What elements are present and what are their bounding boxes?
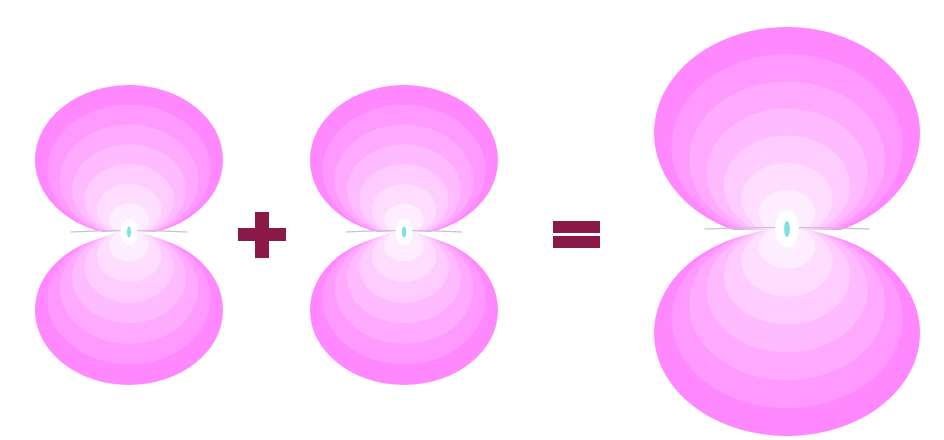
middle-orbital-top-lobe [310,85,498,235]
middle-orbital [310,85,498,385]
result-orbital [654,27,920,436]
result-orbital-top-lobe [654,27,920,239]
left-orbital-nucleus [127,226,131,237]
left-orbital-bottom-lobe [35,230,223,385]
equals-sign-bottom-bar [553,236,600,248]
plus-sign-vertical-bar [255,212,269,258]
result-orbital-bottom-lobe [654,225,920,436]
left-orbital [35,85,223,385]
left-orbital-top-lobe [35,85,223,235]
equals-sign: = [553,221,600,248]
result-orbital-nucleus [784,221,790,237]
plus-sign: + [238,212,286,258]
equals-sign-top-bar [553,221,600,233]
middle-orbital-bottom-lobe [310,230,498,385]
middle-orbital-nucleus [402,226,406,237]
